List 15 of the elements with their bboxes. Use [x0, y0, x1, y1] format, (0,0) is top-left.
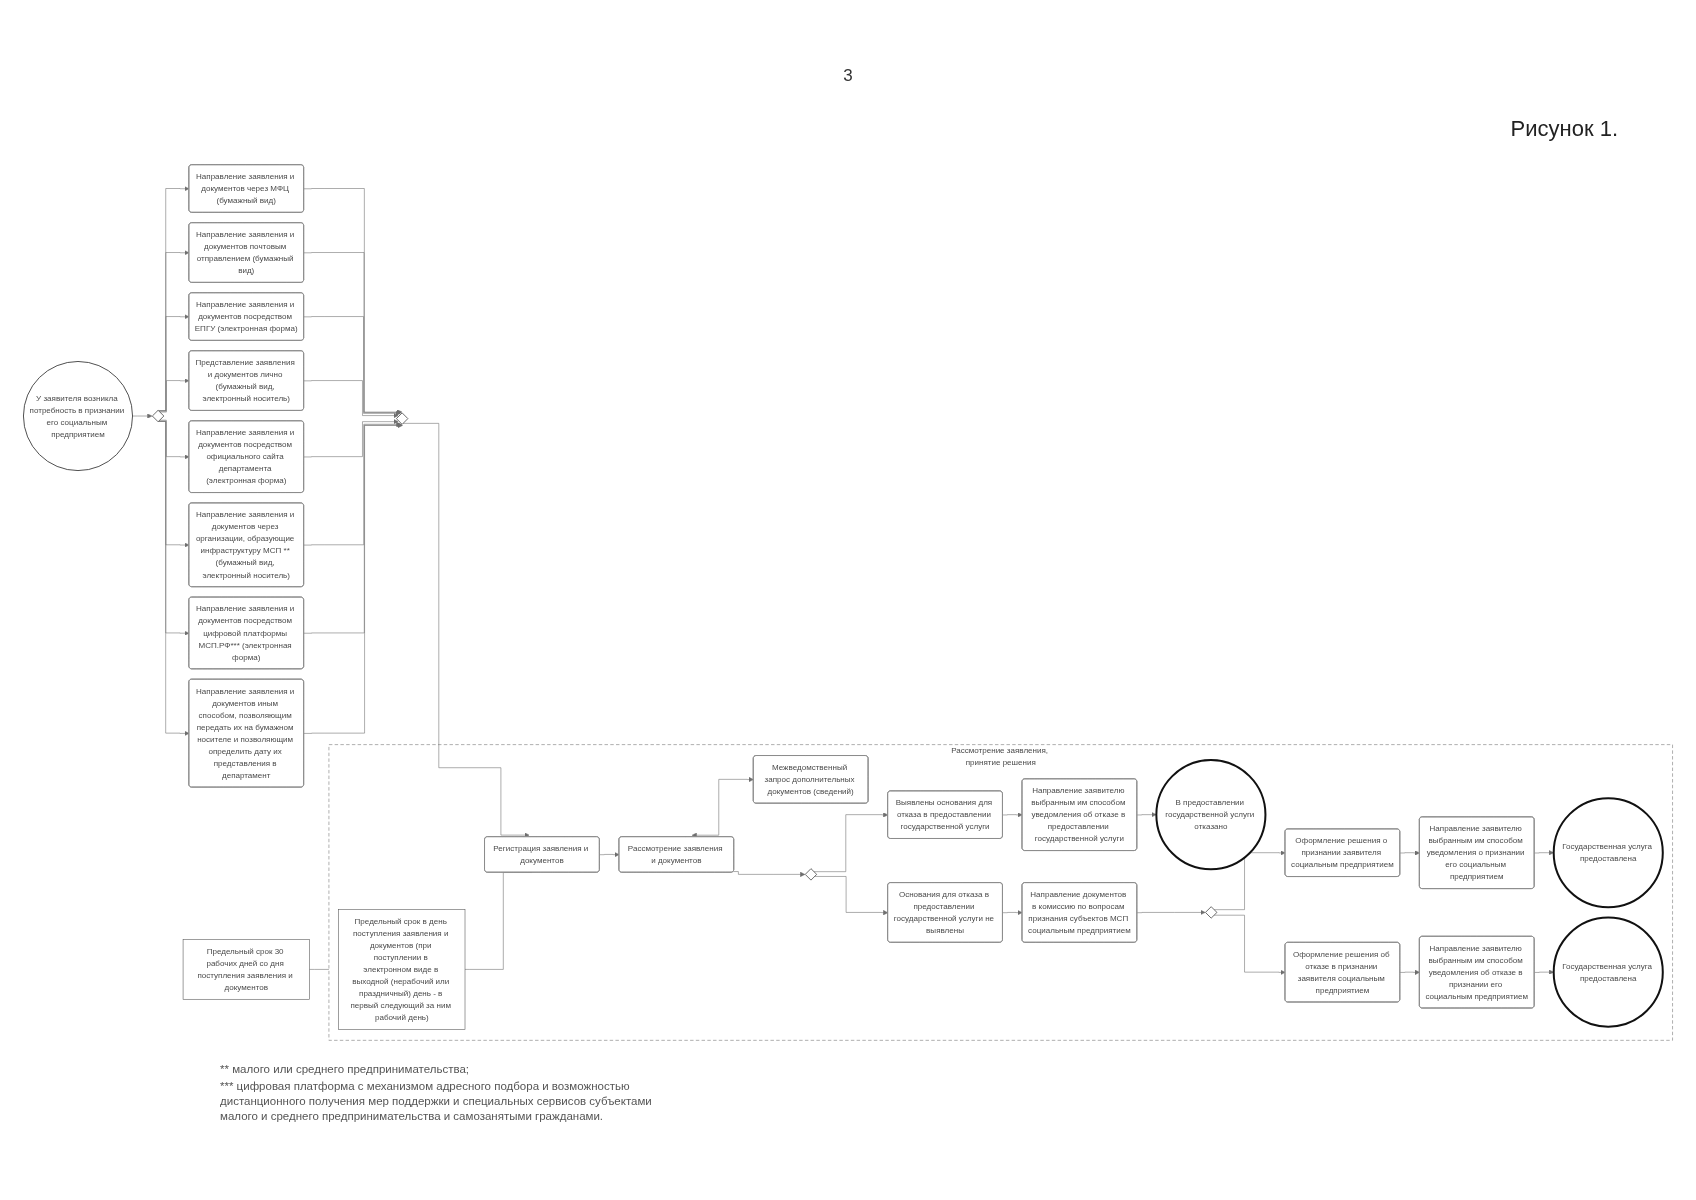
node-diamond [151, 409, 165, 423]
node-diamond [1205, 906, 1218, 919]
node-box: Предельный срок в день поступления заявления и документов (при поступлении в электронном виде в выходной (нерабочий или праздничный) день - в первый следующий за ним рабочий день) [338, 909, 466, 1030]
connector [309, 969, 330, 970]
figure-title: Рисунок 1. [1510, 116, 1618, 142]
node-circle: В предоставлении государственной услуги отказано [1155, 759, 1267, 871]
footnote: ** малого или среднего предпринимательства; [220, 1062, 471, 1077]
footnote: *** цифровая платформа с механизмом адресного подбора и возможностью дистанционного получения мер поддержки и специальных сервисов субъектами малого и среднего предпринимательства и самозанятыми гражданами. [220, 1078, 653, 1124]
node-circle: Государственная услуга предоставлена [1552, 797, 1664, 909]
page-number: 3 [842, 66, 854, 86]
node-box: Предельный срок 30 рабочих дней со дня поступления заявления и документов [182, 939, 310, 1000]
node-diamond [804, 868, 818, 881]
node-diamond [395, 412, 409, 425]
node-circle: У заявителя возникла потребность в признании его социальным предприятием [23, 361, 133, 471]
node-circle: Государственная услуга предоставлена [1552, 916, 1664, 1028]
